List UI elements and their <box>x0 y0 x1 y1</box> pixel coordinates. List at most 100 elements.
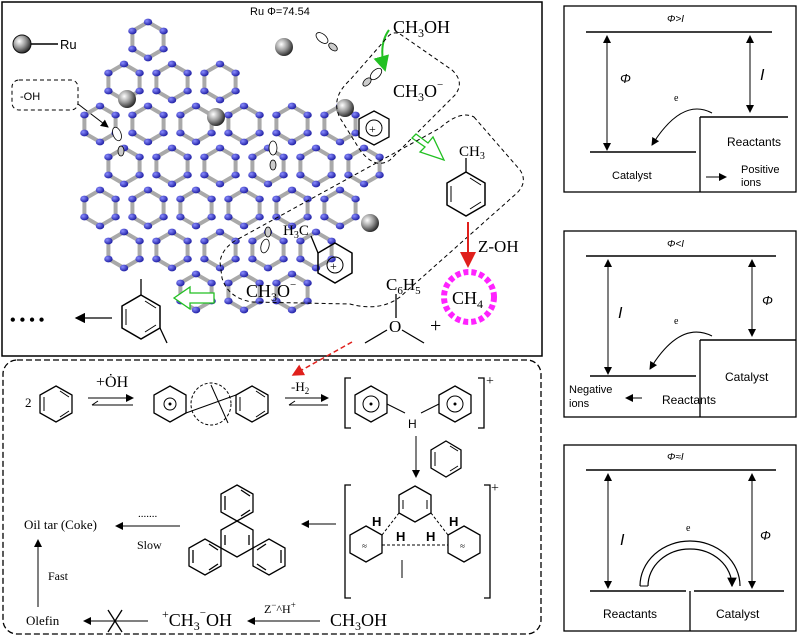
zeolite-atom <box>159 195 168 203</box>
benzene-1 <box>39 385 73 423</box>
oh-plus: +ȮH <box>96 373 129 391</box>
zeolite-atom <box>327 153 336 161</box>
zeolite-atom <box>231 153 240 161</box>
svg-text:Φ: Φ <box>762 293 773 308</box>
zeolite-atom <box>296 237 305 245</box>
zeolite-atom <box>143 186 153 194</box>
zeolite-atom <box>95 222 105 230</box>
zeolite-atom <box>303 279 312 287</box>
zeolite-atom <box>303 111 312 119</box>
zeolite-atom <box>296 255 305 263</box>
zeolite-ring <box>154 229 190 271</box>
zeolite-atom <box>359 144 369 152</box>
zeolite-atom <box>104 69 113 77</box>
zeolite-atom <box>287 186 297 194</box>
plus-sign: + <box>430 315 441 337</box>
dashed-region-2 <box>219 114 524 308</box>
svg-text:Φ<I: Φ<I <box>667 239 684 250</box>
fast-label: Fast <box>48 569 69 583</box>
zeolite-ring <box>106 229 142 271</box>
svg-text:H: H <box>426 529 435 544</box>
zeolite-atom <box>200 255 209 263</box>
dashed-region-1 <box>336 32 460 164</box>
zeolite-atom <box>224 195 233 203</box>
zeolite-atom <box>152 255 161 263</box>
svg-text:≈: ≈ <box>460 541 465 551</box>
zeolite-atom <box>128 111 137 119</box>
green-arrow-2 <box>172 285 215 311</box>
svg-text:+: + <box>486 374 494 389</box>
triphenylene <box>188 484 286 576</box>
zeolite-atom <box>152 153 161 161</box>
zeolite-ring <box>274 103 310 145</box>
zeolite-atom <box>311 180 321 188</box>
zeolite-atom <box>279 171 288 179</box>
zeolite-ring <box>130 103 166 145</box>
energy-diagram-3: Φ≈I I Φ e Reactants Catalyst <box>563 444 797 632</box>
zeolite-ring <box>226 187 262 229</box>
zeolite-atom <box>159 45 168 53</box>
zeolite-ring <box>154 61 190 103</box>
zeolite-ring <box>274 187 310 229</box>
ch3o-label: CH3O− <box>393 79 443 104</box>
zeolite-atom <box>104 255 113 263</box>
zeolite-atom <box>95 102 105 110</box>
zeolite-atom <box>239 186 249 194</box>
benzene-2 <box>430 440 462 478</box>
zeolite-atom <box>231 69 240 77</box>
svg-text:e: e <box>674 316 679 327</box>
dots: • • • • <box>10 312 44 329</box>
energy-diagram-2: Φ<I I Φ e Catalyst Reactants Negative io… <box>563 230 797 418</box>
zeolite-atom <box>183 237 192 245</box>
bracket-terphenyl-complex: + ≈ ≈ H H H H <box>344 481 499 599</box>
minus-h2: -H2 <box>291 379 309 396</box>
zeolite-atom <box>296 153 305 161</box>
zeolite-atom <box>183 255 192 263</box>
zeolite-atom <box>119 228 129 236</box>
oh-box: -OH <box>11 79 109 128</box>
svg-text:+: + <box>330 259 337 273</box>
zeolite-atom <box>143 102 153 110</box>
zeolite-atom <box>183 69 192 77</box>
zeolite-atom <box>272 213 281 221</box>
bracket-biphenyl-cation: + H <box>344 374 494 431</box>
zeolite-atom <box>255 129 264 137</box>
zeolite-atom <box>152 237 161 245</box>
svg-text:Catalyst: Catalyst <box>716 607 760 621</box>
zeolite-atom <box>176 279 185 287</box>
zeolite-atom <box>231 171 240 179</box>
svg-text:Φ>I: Φ>I <box>667 14 684 25</box>
ch3oh-label: CH3OH <box>393 17 450 40</box>
svg-text:Reactants: Reactants <box>662 393 716 407</box>
zeolite-atom <box>167 144 177 152</box>
svg-text:+: + <box>369 122 376 136</box>
zeolite-atom <box>159 111 168 119</box>
xylene <box>121 279 168 344</box>
zeolite-atom <box>200 87 209 95</box>
svg-text:+: + <box>491 481 499 496</box>
zoh-label: Z-OH <box>478 237 519 256</box>
zeolite-atom <box>152 69 161 77</box>
zeolite-ring <box>178 103 214 145</box>
zeolite-atom <box>191 306 201 314</box>
zeolite-atom <box>183 171 192 179</box>
zeolite-atom <box>152 87 161 95</box>
zeolite-atom <box>207 213 216 221</box>
zeolite-atom <box>263 180 273 188</box>
ru-phi-header: Ru Φ=74.54 <box>250 6 310 18</box>
benzenium-dimer <box>153 382 269 426</box>
zeolite-atom <box>200 171 209 179</box>
zeolite-atom <box>191 138 201 146</box>
zeolite-atom <box>191 222 201 230</box>
oil-tar-label: Oil tar (Coke) <box>24 517 97 532</box>
ch4-circle <box>441 269 497 325</box>
zeolite-atom <box>239 270 249 278</box>
zeolite-atom <box>135 87 144 95</box>
zeolite-atom <box>335 138 345 146</box>
zeolite-atom <box>104 237 113 245</box>
ru-spheres <box>118 38 379 232</box>
zeolite-atom <box>95 186 105 194</box>
zeolite-ring <box>130 187 166 229</box>
zeolite-atom <box>279 237 288 245</box>
ch3o-minus-label: CH3O− <box>246 279 296 304</box>
